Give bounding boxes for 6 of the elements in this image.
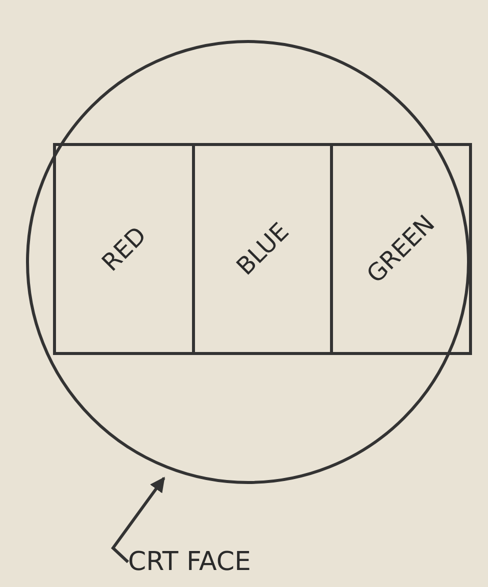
color-bar	[53, 143, 195, 355]
color-bar	[192, 143, 333, 355]
color-bar	[330, 143, 472, 355]
callout-text: CRT FACE	[128, 546, 338, 578]
leader-arrow	[111, 476, 166, 564]
crt-face-circle	[26, 40, 470, 484]
